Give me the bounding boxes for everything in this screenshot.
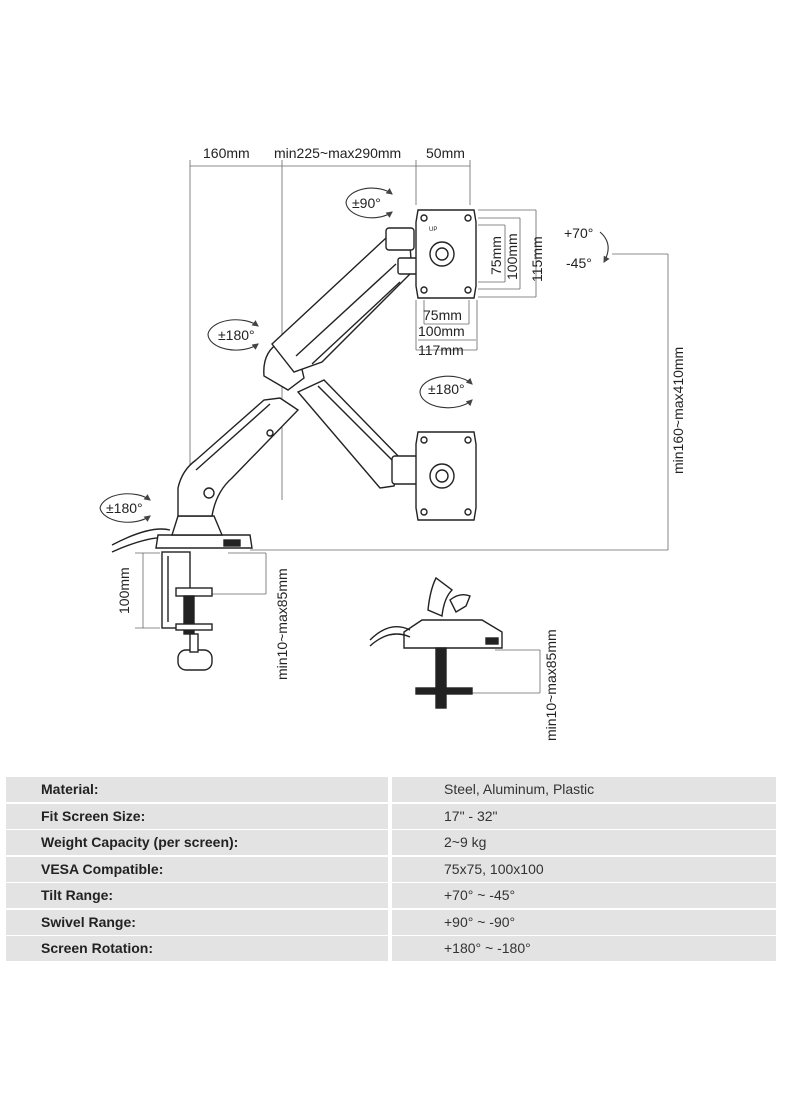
- spec-label: Fit Screen Size:: [6, 803, 388, 829]
- spec-row: Fit Screen Size:17" - 32": [6, 803, 776, 831]
- dim-height: min160~max410mm: [670, 347, 686, 474]
- dim-clamp-range: min10~max85mm: [274, 568, 290, 680]
- dim-clamp-height: 100mm: [116, 567, 132, 614]
- spec-row: Tilt Range:+70° ~ -45°: [6, 883, 776, 910]
- spec-value: 75x75, 100x100: [392, 856, 776, 882]
- c-clamp: [161, 551, 213, 671]
- spec-label: VESA Compatible:: [6, 856, 388, 882]
- dim-grommet-range: min10~max85mm: [543, 629, 559, 741]
- monitor-arm-diagram: 160mm min225~max290mm 50mm 75mm 100mm 11…: [99, 145, 686, 741]
- spec-value: 17" - 32": [392, 803, 776, 829]
- dim-vesa-v115: 115mm: [529, 236, 545, 282]
- spec-row: Material:Steel, Aluminum, Plastic: [6, 777, 776, 804]
- dim-vesa-h100: 100mm: [418, 323, 465, 339]
- rotation-tilt-up: +70°: [564, 225, 593, 241]
- monitor-arm: [111, 209, 477, 553]
- dim-vesa-v75: 75mm: [488, 236, 504, 275]
- spec-label: Material:: [6, 777, 388, 802]
- spec-value: +180° ~ -180°: [392, 936, 776, 961]
- spec-value: 2~9 kg: [392, 830, 776, 855]
- spec-value: +90° ~ -90°: [392, 909, 776, 935]
- spec-row: Weight Capacity (per screen):2~9 kg: [6, 830, 776, 857]
- dim-50: 50mm: [426, 145, 465, 161]
- dim-vesa-h117: 117mm: [418, 342, 464, 358]
- spec-value: Steel, Aluminum, Plastic: [392, 777, 776, 802]
- dim-vesa-v100: 100mm: [504, 233, 520, 280]
- rotation-screen: ±180°: [428, 381, 465, 397]
- spec-row: Screen Rotation:+180° ~ -180°: [6, 936, 776, 963]
- rotation-base: ±180°: [106, 500, 143, 516]
- spec-label: Screen Rotation:: [6, 936, 388, 961]
- rotation-swivel-top: ±90°: [352, 195, 381, 211]
- spec-row: Swivel Range:+90° ~ -90°: [6, 909, 776, 937]
- dim-arm-length: min225~max290mm: [274, 145, 401, 161]
- rotation-arm-joint: ±180°: [218, 327, 255, 343]
- spec-row: VESA Compatible:75x75, 100x100: [6, 856, 776, 884]
- top-dimension-lines: [135, 160, 669, 694]
- dim-vesa-h75: 75mm: [423, 307, 462, 323]
- grommet-mount: [369, 576, 503, 709]
- rotation-arcs: [99, 187, 610, 523]
- spec-value: +70° ~ -45°: [392, 883, 776, 908]
- spec-label: Tilt Range:: [6, 883, 388, 908]
- dim-160: 160mm: [203, 145, 250, 161]
- spec-label: Swivel Range:: [6, 909, 388, 935]
- rotation-tilt-down: -45°: [566, 255, 592, 271]
- vesa-up-mark: UP: [429, 227, 437, 233]
- spec-label: Weight Capacity (per screen):: [6, 830, 388, 855]
